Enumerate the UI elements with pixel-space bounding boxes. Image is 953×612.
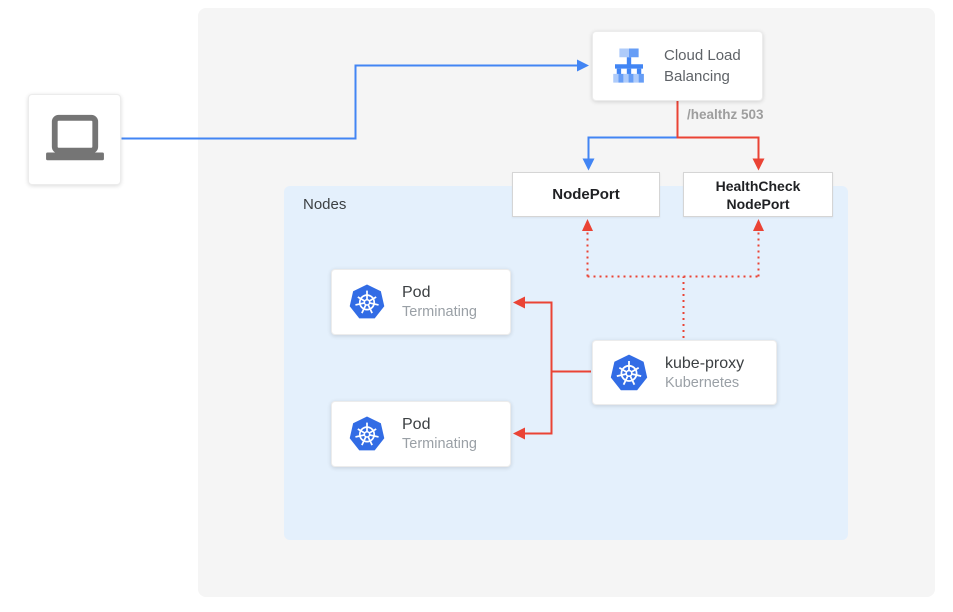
healthcheck-nodeport-node: HealthCheck NodePort — [683, 172, 833, 217]
nodeport-node: NodePort — [512, 172, 660, 217]
kube-proxy-label: kube-proxy Kubernetes — [665, 353, 744, 393]
laptop-icon — [45, 114, 104, 160]
kube-proxy-subtitle: Kubernetes — [665, 374, 740, 391]
cloud-load-balancing-node: Cloud Load Balancing — [592, 31, 763, 101]
pod-title: Pod — [402, 284, 431, 301]
pod-title: Pod — [402, 416, 431, 433]
pod-status: Terminating — [402, 436, 477, 452]
kube-proxy-title: kube-proxy — [665, 354, 745, 372]
kubernetes-icon — [349, 284, 385, 319]
kubernetes-icon — [349, 416, 385, 451]
nodeport-label: NodePort — [552, 186, 620, 203]
pod-status: Terminating — [402, 304, 477, 320]
client-node — [28, 94, 121, 185]
pod-label: Pod Terminating — [402, 414, 477, 454]
pod-terminating-node: Pod Terminating — [331, 401, 511, 467]
pod-terminating-node: Pod Terminating — [331, 269, 511, 335]
healthcheck-label-line2: NodePort — [726, 195, 790, 212]
pod-label: Pod Terminating — [402, 282, 477, 322]
kubernetes-icon — [610, 354, 648, 390]
nodes-panel-label: Nodes — [303, 196, 347, 213]
cloud-load-balancing-label: Cloud Load Balancing — [664, 47, 741, 85]
healthz-status-label: /healthz 503 — [687, 107, 764, 122]
cloud-load-balancing-icon — [613, 48, 644, 83]
healthcheck-label-line1: HealthCheck — [715, 177, 801, 194]
kube-proxy-node: kube-proxy Kubernetes — [592, 340, 777, 405]
